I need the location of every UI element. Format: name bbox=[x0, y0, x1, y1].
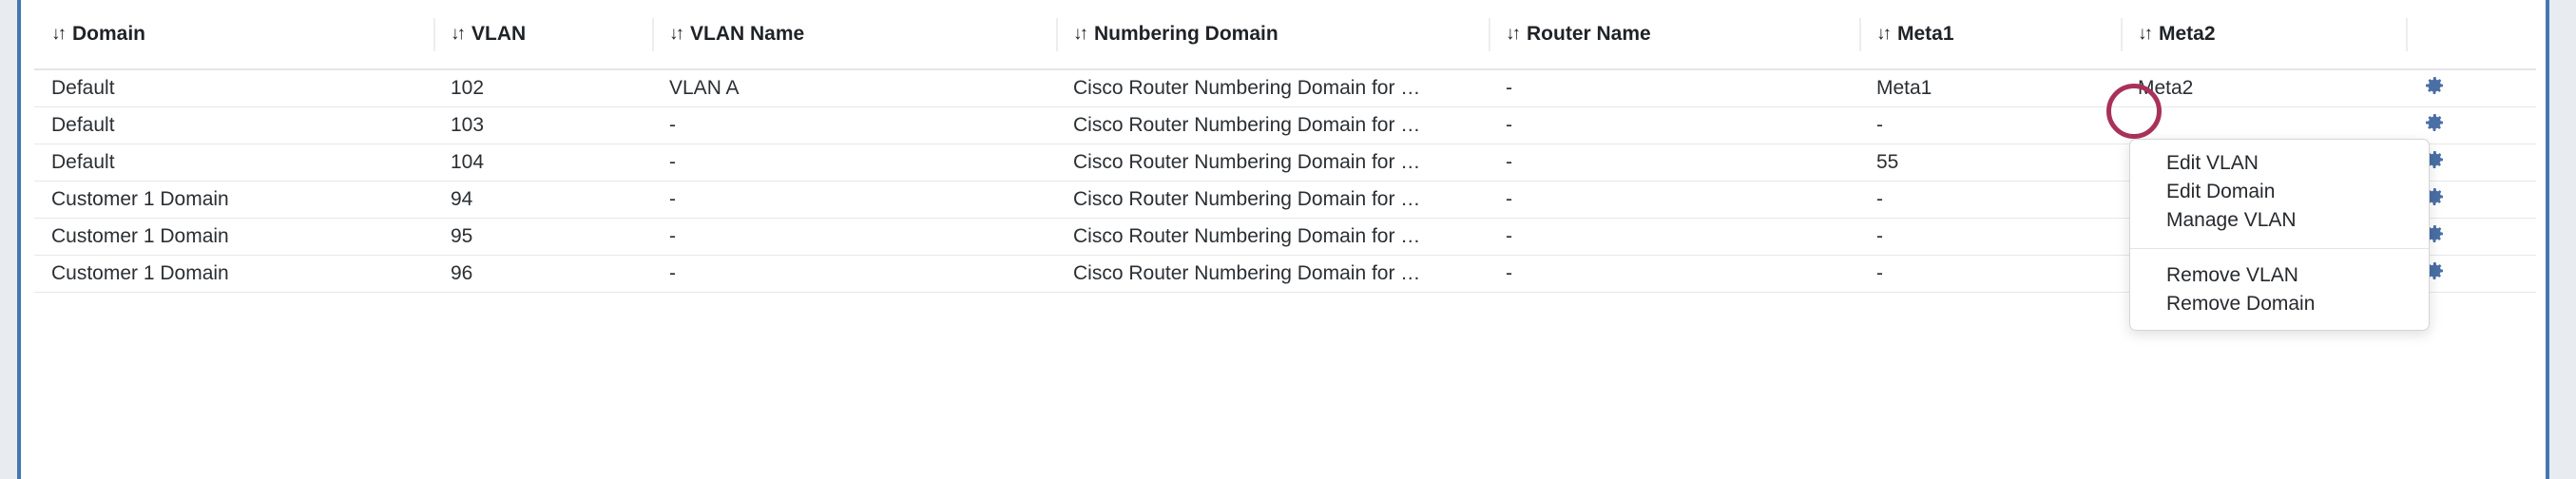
cell-meta2: Meta2 bbox=[2121, 69, 2406, 107]
column-header-meta1[interactable]: ↓↑Meta1 bbox=[1859, 0, 2121, 70]
sort-icon: ↓↑ bbox=[669, 24, 684, 44]
cell-meta1: - bbox=[1859, 181, 2121, 219]
cell-vlan: 96 bbox=[433, 255, 652, 293]
column-header-actions bbox=[2406, 0, 2536, 70]
cell-vlan-name: - bbox=[652, 218, 1056, 256]
cell-domain: Customer 1 Domain bbox=[34, 181, 433, 219]
cell-vlan: 95 bbox=[433, 218, 652, 256]
sort-icon: ↓↑ bbox=[1876, 24, 1892, 44]
cell-router-name: - bbox=[1489, 144, 1859, 182]
cell-domain: Default bbox=[34, 144, 433, 182]
menu-item-edit-vlan[interactable]: Edit VLAN bbox=[2166, 152, 2259, 174]
sort-icon: ↓↑ bbox=[51, 24, 67, 44]
cell-meta1: - bbox=[1859, 218, 2121, 256]
column-header-vlan-name-label: VLAN Name bbox=[690, 23, 805, 45]
column-header-domain[interactable]: ↓↑Domain bbox=[34, 0, 433, 70]
cell-router-name: - bbox=[1489, 218, 1859, 256]
sort-icon: ↓↑ bbox=[2138, 24, 2153, 44]
cell-vlan: 102 bbox=[433, 69, 652, 107]
sort-icon: ↓↑ bbox=[1073, 24, 1088, 44]
cell-actions[interactable] bbox=[2406, 106, 2536, 144]
sort-icon: ↓↑ bbox=[1506, 24, 1521, 44]
cell-meta1: Meta1 bbox=[1859, 69, 2121, 107]
column-header-vlan-name[interactable]: ↓↑ VLAN Name bbox=[652, 0, 1056, 70]
cell-numbering-domain: Cisco Router Numbering Domain for … bbox=[1056, 69, 1489, 107]
cell-vlan-name: - bbox=[652, 255, 1056, 293]
column-header-meta1-label: Meta1 bbox=[1897, 23, 1954, 45]
gear-icon[interactable] bbox=[2423, 111, 2446, 134]
table-row[interactable]: Customer 1 Domain 96 - Cisco Router Numb… bbox=[34, 255, 2536, 293]
cell-router-name: - bbox=[1489, 106, 1859, 144]
table-row[interactable]: Default 103 - Cisco Router Numbering Dom… bbox=[34, 106, 2536, 144]
menu-item-manage-vlan[interactable]: Manage VLAN bbox=[2166, 209, 2297, 231]
column-header-numbering-domain[interactable]: ↓↑ Numbering Domain bbox=[1056, 0, 1489, 70]
table-header: ↓↑Domain ↓↑VLAN ↓↑VLAN Name ↓↑Numbering … bbox=[34, 0, 2536, 70]
cell-numbering-domain: Cisco Router Numbering Domain for … bbox=[1056, 144, 1489, 182]
cell-domain: Default bbox=[34, 69, 433, 107]
cell-domain: Customer 1 Domain bbox=[34, 218, 433, 256]
cell-vlan: 94 bbox=[433, 181, 652, 219]
menu-item-edit-domain[interactable]: Edit Domain bbox=[2166, 181, 2276, 202]
gear-icon[interactable] bbox=[2423, 259, 2446, 282]
gear-icon[interactable] bbox=[2423, 185, 2446, 208]
header-row: ↓↑Domain ↓↑VLAN ↓↑VLAN Name ↓↑Numbering … bbox=[34, 0, 2536, 70]
cell-vlan-name: - bbox=[652, 181, 1056, 219]
cell-meta1: - bbox=[1859, 106, 2121, 144]
column-header-vlan-label: VLAN bbox=[471, 23, 527, 45]
cell-vlan: 103 bbox=[433, 106, 652, 144]
cell-domain: Default bbox=[34, 106, 433, 144]
cell-meta2 bbox=[2121, 106, 2406, 144]
cell-router-name: - bbox=[1489, 255, 1859, 293]
column-header-router-name[interactable]: ↓↑ Router Name bbox=[1489, 0, 1859, 70]
vlan-table: ↓↑Domain ↓↑VLAN ↓↑VLAN Name ↓↑Numbering … bbox=[34, 0, 2536, 293]
cell-numbering-domain: Cisco Router Numbering Domain for … bbox=[1056, 106, 1489, 144]
gear-icon[interactable] bbox=[2423, 74, 2446, 97]
cell-actions[interactable] bbox=[2406, 69, 2536, 107]
cell-meta1: - bbox=[1859, 255, 2121, 293]
menu-item-remove-vlan[interactable]: Remove VLAN bbox=[2166, 264, 2298, 286]
cell-meta1: 55 bbox=[1859, 144, 2121, 182]
cell-router-name: - bbox=[1489, 69, 1859, 107]
menu-item-remove-domain[interactable]: Remove Domain bbox=[2166, 293, 2316, 315]
column-header-numbering-domain-label: Numbering Domain bbox=[1094, 23, 1278, 45]
column-header-meta2-label: Meta2 bbox=[2159, 23, 2216, 45]
cell-vlan-name: - bbox=[652, 106, 1056, 144]
gear-icon[interactable] bbox=[2423, 148, 2446, 171]
cell-vlan: 104 bbox=[433, 144, 652, 182]
column-header-meta2[interactable]: ↓↑ Meta2 bbox=[2121, 0, 2406, 70]
cell-router-name: - bbox=[1489, 181, 1859, 219]
column-header-domain-label: Domain bbox=[72, 23, 146, 45]
row-actions-context-menu[interactable]: Edit VLAN Edit Domain Manage VLAN Remove… bbox=[2129, 139, 2430, 331]
sort-icon: ↓↑ bbox=[451, 24, 466, 44]
gear-icon[interactable] bbox=[2423, 222, 2446, 245]
cell-numbering-domain: Cisco Router Numbering Domain for … bbox=[1056, 218, 1489, 256]
column-header-vlan[interactable]: ↓↑VLAN bbox=[433, 0, 652, 70]
column-header-router-name-label: Router Name bbox=[1527, 23, 1651, 45]
table-row[interactable]: Default 102 VLAN A Cisco Router Numberin… bbox=[34, 69, 2536, 107]
table-panel: ↓↑Domain ↓↑VLAN ↓↑VLAN Name ↓↑Numbering … bbox=[17, 0, 2549, 479]
menu-divider bbox=[2130, 248, 2429, 249]
cell-numbering-domain: Cisco Router Numbering Domain for … bbox=[1056, 181, 1489, 219]
cell-vlan-name: - bbox=[652, 144, 1056, 182]
cell-numbering-domain: Cisco Router Numbering Domain for … bbox=[1056, 255, 1489, 293]
vlan-table-container: ↓↑Domain ↓↑VLAN ↓↑VLAN Name ↓↑Numbering … bbox=[21, 0, 2546, 479]
cell-domain: Customer 1 Domain bbox=[34, 255, 433, 293]
cell-vlan-name: VLAN A bbox=[652, 69, 1056, 107]
